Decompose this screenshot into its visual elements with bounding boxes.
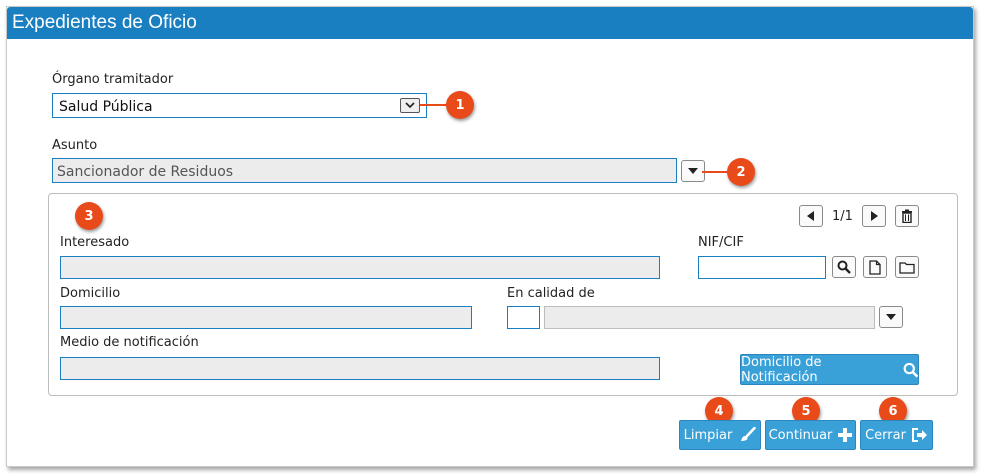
organo-select[interactable]: Salud Pública (52, 93, 427, 118)
delete-button[interactable] (895, 205, 919, 227)
nif-input[interactable] (698, 256, 826, 279)
plus-icon (838, 428, 853, 442)
caret-down-icon (886, 314, 896, 320)
cerrar-button[interactable]: Cerrar (860, 420, 933, 450)
domicilio-notificacion-label: Domicilio de Notificación (741, 354, 822, 385)
search-icon (903, 362, 918, 378)
arrow-left-icon (807, 211, 814, 221)
title-bar: Expedientes de Oficio (7, 7, 973, 39)
file-icon (869, 259, 881, 275)
nif-label: NIF/CIF (698, 235, 744, 250)
calidad-dropdown-button[interactable] (879, 306, 903, 328)
next-button[interactable] (862, 205, 886, 227)
chevron-down-icon[interactable] (400, 98, 420, 113)
calidad-description-field (544, 306, 875, 329)
asunto-label: Asunto (52, 138, 98, 153)
domicilio-label: Domicilio (60, 286, 121, 301)
organo-label: Órgano tramitador (52, 72, 174, 87)
pager-text: 1/1 (832, 209, 853, 224)
asunto-value: Sancionador de Residuos (57, 164, 234, 180)
organo-value: Salud Pública (59, 99, 153, 115)
limpiar-label: Limpiar (683, 427, 733, 443)
brush-icon (741, 427, 757, 441)
interesado-field (60, 256, 660, 279)
callout-badge-1: 1 (446, 91, 474, 119)
prev-button[interactable] (799, 205, 823, 227)
folder-icon (899, 261, 915, 274)
window-title: Expedientes de Oficio (12, 12, 197, 33)
trash-icon (902, 209, 912, 223)
asunto-field: Sancionador de Residuos (52, 158, 677, 183)
interesado-label: Interesado (60, 235, 130, 250)
medio-label: Medio de notificación (60, 335, 199, 350)
cerrar-label: Cerrar (865, 427, 906, 443)
asunto-dropdown-button[interactable] (681, 160, 705, 182)
calidad-code-input[interactable] (507, 306, 540, 329)
callout-connector-1 (420, 104, 450, 106)
callout-connector-2 (702, 171, 730, 173)
calidad-label: En calidad de (507, 286, 595, 301)
new-file-button[interactable] (863, 256, 887, 278)
limpiar-button[interactable]: Limpiar (679, 420, 761, 450)
callout-badge-3: 3 (75, 202, 103, 230)
caret-down-icon (688, 168, 698, 174)
callout-badge-2: 2 (727, 158, 755, 186)
continuar-label: Continuar (768, 427, 833, 443)
continuar-button[interactable]: Continuar (765, 420, 856, 450)
search-nif-button[interactable] (832, 256, 856, 278)
arrow-right-icon (871, 211, 878, 221)
domicilio-notificacion-button[interactable]: Domicilio de Notificación (740, 354, 919, 385)
open-folder-button[interactable] (895, 256, 919, 278)
search-icon (837, 260, 851, 274)
domicilio-field (60, 306, 472, 329)
medio-notificacion-field (60, 357, 660, 380)
sign-out-icon (911, 428, 927, 442)
